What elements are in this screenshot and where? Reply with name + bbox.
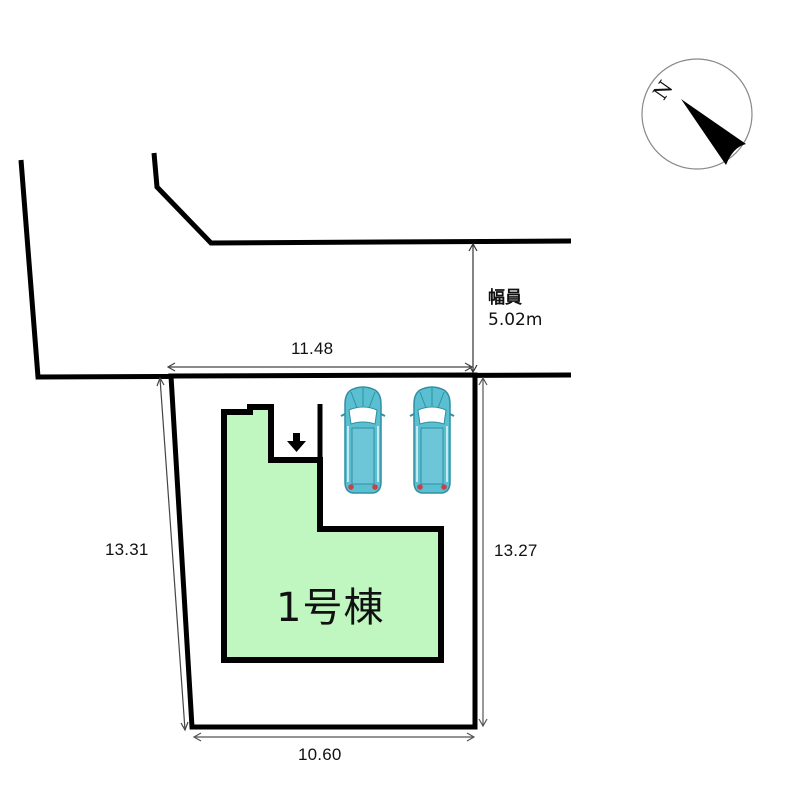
road-width-label: 幅員 5.02m bbox=[488, 287, 542, 331]
building-label: 1号棟 bbox=[276, 585, 385, 631]
bottom-dimension bbox=[192, 732, 476, 742]
compass bbox=[641, 58, 753, 170]
top-dimension bbox=[166, 362, 474, 372]
lot-dimension-left: 13.31 bbox=[105, 540, 149, 559]
lot-dimension-bottom: 10.60 bbox=[298, 745, 342, 764]
entrance-arrow-icon bbox=[287, 433, 306, 452]
lot-dimension-top: 11.48 bbox=[291, 339, 334, 358]
lot-dimension-right: 13.27 bbox=[494, 541, 538, 560]
right-dimension bbox=[478, 376, 488, 728]
north-arrow-icon bbox=[681, 99, 746, 165]
car-2-icon bbox=[409, 386, 455, 494]
road-width-value: 5.02m bbox=[488, 310, 543, 330]
left-dimension bbox=[156, 376, 189, 732]
car-1-icon bbox=[340, 386, 386, 494]
road-width-title: 幅員 bbox=[488, 288, 522, 308]
road-upper-boundary bbox=[151, 152, 572, 246]
road-width-dimension bbox=[468, 242, 478, 374]
